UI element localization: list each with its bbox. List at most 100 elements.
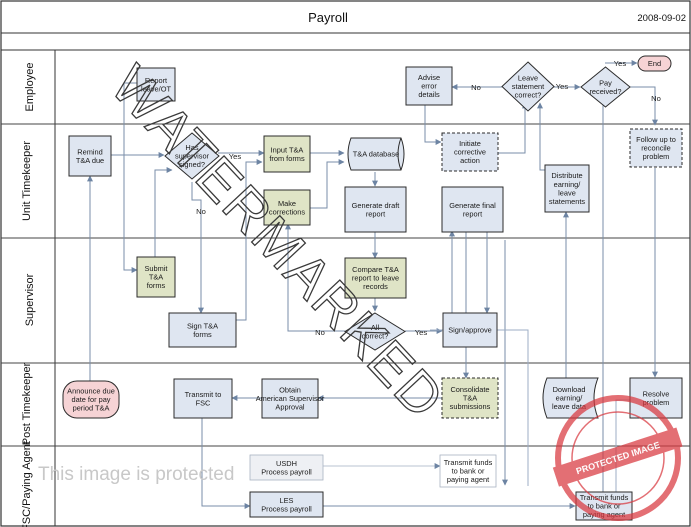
node-shape xyxy=(637,55,672,72)
node-shape xyxy=(261,378,319,419)
node-shape xyxy=(168,312,237,348)
edge-label: No xyxy=(196,207,206,216)
edge-label: Yes xyxy=(614,59,627,68)
connector xyxy=(154,167,173,262)
connector xyxy=(498,102,528,154)
database-rim xyxy=(397,137,402,171)
node-shape xyxy=(173,378,233,419)
node-shape xyxy=(68,135,112,177)
edge-label: No xyxy=(315,328,325,337)
node-shape xyxy=(263,189,311,226)
edge-label: Yes xyxy=(415,328,428,337)
connector xyxy=(310,159,345,209)
connector xyxy=(630,86,658,126)
connector xyxy=(285,223,345,332)
node-shape xyxy=(441,132,499,172)
lane-labels: Employee Unit Timekeeper Supervisor Post… xyxy=(21,63,36,527)
node-shape xyxy=(629,128,683,168)
lane-label-unit-timekeeper: Unit Timekeeper xyxy=(21,141,33,221)
node-shape xyxy=(249,491,324,518)
node-label: Sign/approve xyxy=(448,326,492,335)
lane-label-post-timekeeper: Post Timekeeper xyxy=(21,362,33,445)
node-shape xyxy=(501,61,555,112)
edge-label: Yes xyxy=(229,152,242,161)
node-shape xyxy=(580,66,631,108)
stamp-inner-ring xyxy=(571,411,665,505)
lane-label-employee: Employee xyxy=(24,63,36,112)
diagram-date: 2008-09-02 xyxy=(637,13,686,24)
node-sign-approve: Sign/approve xyxy=(442,312,498,348)
node-shape xyxy=(136,256,176,298)
node-end: End xyxy=(637,55,672,72)
node-shape xyxy=(441,377,499,419)
node-shape xyxy=(62,380,120,419)
protected-notice: This image is protected xyxy=(38,464,234,485)
node-shape xyxy=(439,454,497,488)
connector xyxy=(236,159,263,321)
node-shape xyxy=(405,66,453,106)
edge-label: No xyxy=(651,94,661,103)
stamp-band xyxy=(552,427,683,487)
node-shape xyxy=(344,257,407,299)
edge-labels: No Yes Yes No Yes No No Yes xyxy=(196,59,661,337)
node-shape xyxy=(263,135,311,173)
diagram-title: Payroll xyxy=(308,10,348,25)
node-shape xyxy=(344,186,407,233)
connector xyxy=(424,103,442,145)
node-shape xyxy=(441,186,504,233)
node-ta-db: T&A database xyxy=(347,137,405,171)
node-shape xyxy=(136,67,176,102)
connector xyxy=(201,418,251,509)
stamp-ring xyxy=(555,395,681,521)
node-shape xyxy=(164,132,220,180)
node-label: End xyxy=(648,59,661,68)
connector xyxy=(191,182,204,314)
lane-label-supervisor: Supervisor xyxy=(24,273,36,326)
edge-label: No xyxy=(471,83,481,92)
